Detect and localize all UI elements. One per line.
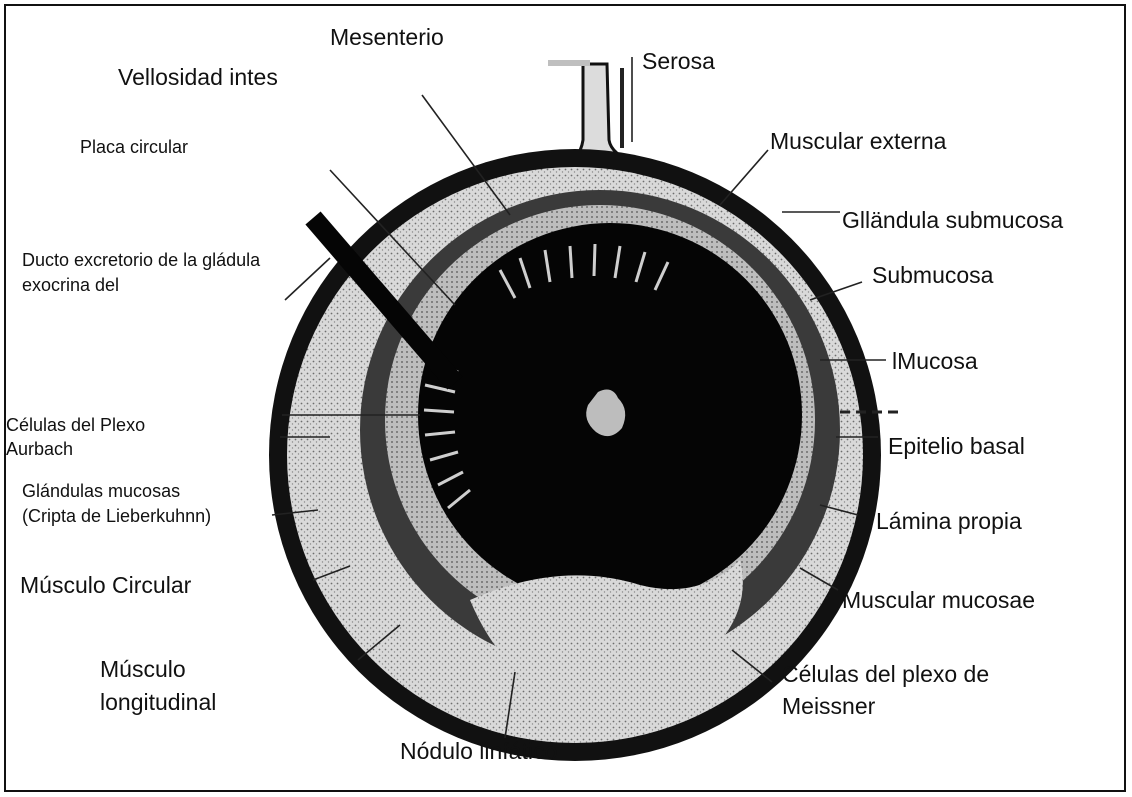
label-muscular-externa: Muscular externa <box>770 128 946 155</box>
label-nodulo-linfatico: Nódulo linfático <box>400 738 557 765</box>
label-musculo-circular: Músculo Circular <box>20 572 191 599</box>
label-lamina-propia: Lámina propia <box>876 508 1022 535</box>
label-glandulas-mucosas: Glándulas mucosas (Cripta de Lieberkuhnn… <box>22 479 222 529</box>
label-submucosa: Submucosa <box>872 262 993 289</box>
label-glandula-submucosa: Glländula submucosa <box>842 207 1063 234</box>
label-placa-circular: Placa circular <box>80 137 188 158</box>
label-mesenterio: Mesenterio <box>330 24 444 51</box>
label-vellosidad: Vellosidad intes <box>118 64 278 91</box>
label-ducto: Ducto excretorio de la gládula exocrina … <box>22 248 277 298</box>
label-mucosa: lMucosa <box>892 348 978 375</box>
label-celulas-meissner: Células del plexo de Meissner <box>782 658 1052 722</box>
label-musculo-longitudinal: Músculo longitudinal <box>100 653 260 720</box>
label-epitelio-basal: Epitelio basal <box>888 433 1025 460</box>
label-celulas-aurbach: Células del Plexo Aurbach <box>6 413 206 462</box>
label-serosa: Serosa <box>642 48 715 75</box>
label-muscular-mucosae: Muscular mucosae <box>842 587 1035 614</box>
